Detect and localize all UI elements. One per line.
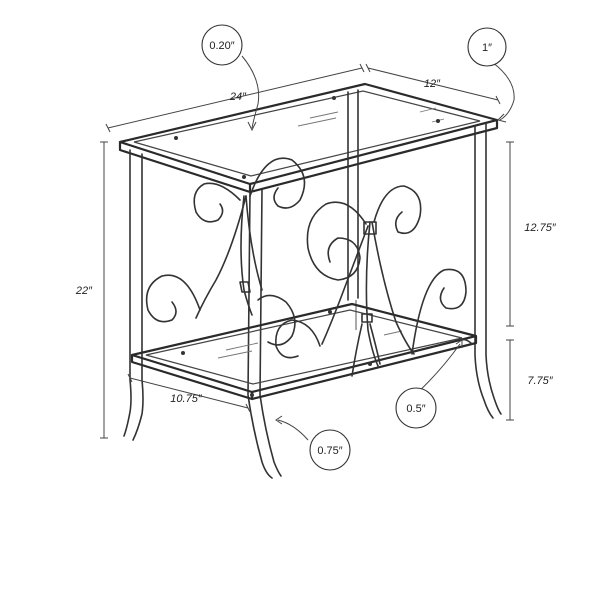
callout-leg-bottom-label: 0.75″ [317,445,342,457]
scroll-side [275,185,473,377]
callout-circle-top-right [467,27,507,67]
callout-top-right-label: 1″ [482,42,492,54]
top-frame [118,82,499,194]
callout-circle-shelf-rod [395,387,437,429]
dim-height-label: 22″ [75,285,93,297]
dimension-lines [100,63,514,439]
callout-circle-top-left [201,24,243,66]
lower-shelf [130,302,478,401]
callout-circle-leg-bottom [309,429,351,471]
dim-upper-height-label: 12.75″ [524,222,557,234]
dim-lower-height-label: 7.75″ [527,375,553,387]
scroll-front [145,157,306,346]
callout-shelf-rod-label: 0.5″ [406,403,425,415]
callout-top-left-label: 0.20″ [209,40,234,52]
legs [123,89,502,479]
dim-width-label: 24″ [229,91,247,103]
dim-shelf-depth-label: 10.75″ [170,393,203,405]
dim-depth-label: 12″ [424,78,441,90]
